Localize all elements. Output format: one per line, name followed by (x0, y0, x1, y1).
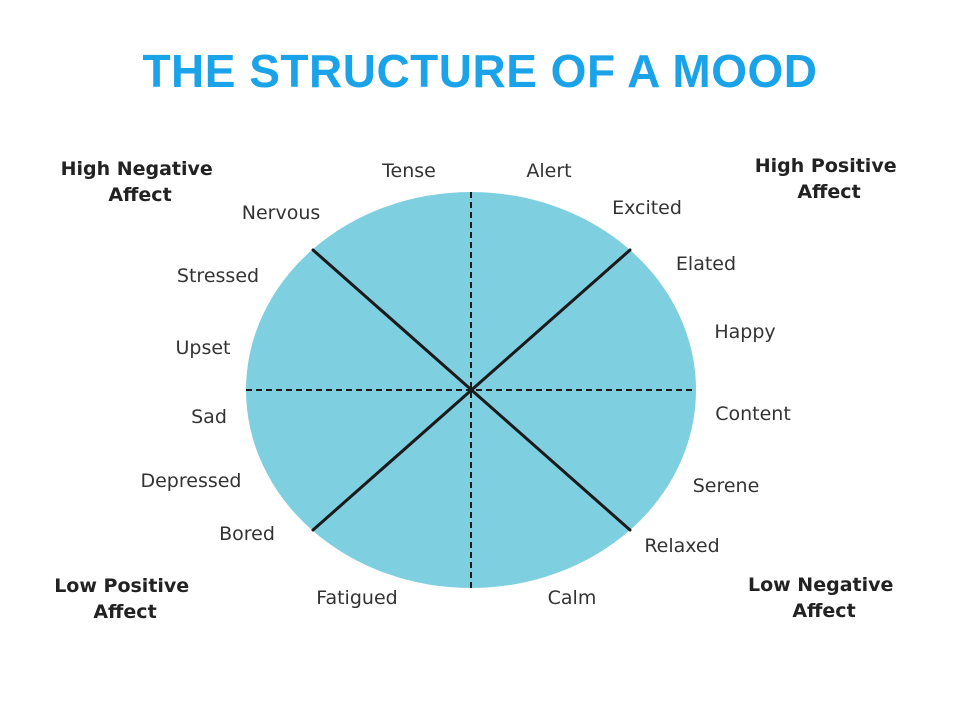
quadrant-label-high-positive-line2: Affect (797, 181, 860, 203)
quadrant-label-low-positive-line1: Low Positive (54, 575, 189, 597)
mood-label-stressed: Stressed (177, 265, 259, 287)
quadrant-label-high-positive: High Positive Affect (755, 155, 903, 203)
mood-label-bored: Bored (219, 523, 275, 545)
mood-label-happy: Happy (714, 321, 775, 343)
quadrant-label-high-negative-line1: High Negative (61, 158, 213, 180)
mood-label-depressed: Depressed (140, 470, 241, 492)
mood-label-calm: Calm (548, 587, 597, 609)
mood-label-serene: Serene (693, 475, 760, 497)
quadrant-label-high-negative: High Negative Affect (61, 158, 220, 206)
mood-label-upset: Upset (175, 337, 230, 359)
quadrant-label-low-positive: Low Positive Affect (54, 575, 196, 623)
slide-title: THE STRUCTURE OF A MOOD (142, 45, 818, 97)
quadrant-label-low-negative-line1: Low Negative (748, 574, 893, 596)
mood-label-excited: Excited (612, 197, 682, 219)
mood-label-alert: Alert (526, 160, 571, 182)
quadrant-label-low-negative-line2: Affect (792, 600, 855, 622)
mood-label-relaxed: Relaxed (644, 535, 719, 557)
quadrant-label-high-negative-line2: Affect (108, 184, 171, 206)
mood-label-nervous: Nervous (242, 202, 321, 224)
mood-label-sad: Sad (191, 406, 227, 428)
quadrant-label-high-positive-line1: High Positive (755, 155, 897, 177)
quadrant-label-low-negative: Low Negative Affect (748, 574, 900, 622)
mood-label-tense: Tense (381, 160, 436, 182)
mood-label-elated: Elated (676, 253, 736, 275)
mood-label-content: Content (715, 403, 791, 425)
quadrant-label-low-positive-line2: Affect (93, 601, 156, 623)
mood-label-fatigued: Fatigued (316, 587, 397, 609)
